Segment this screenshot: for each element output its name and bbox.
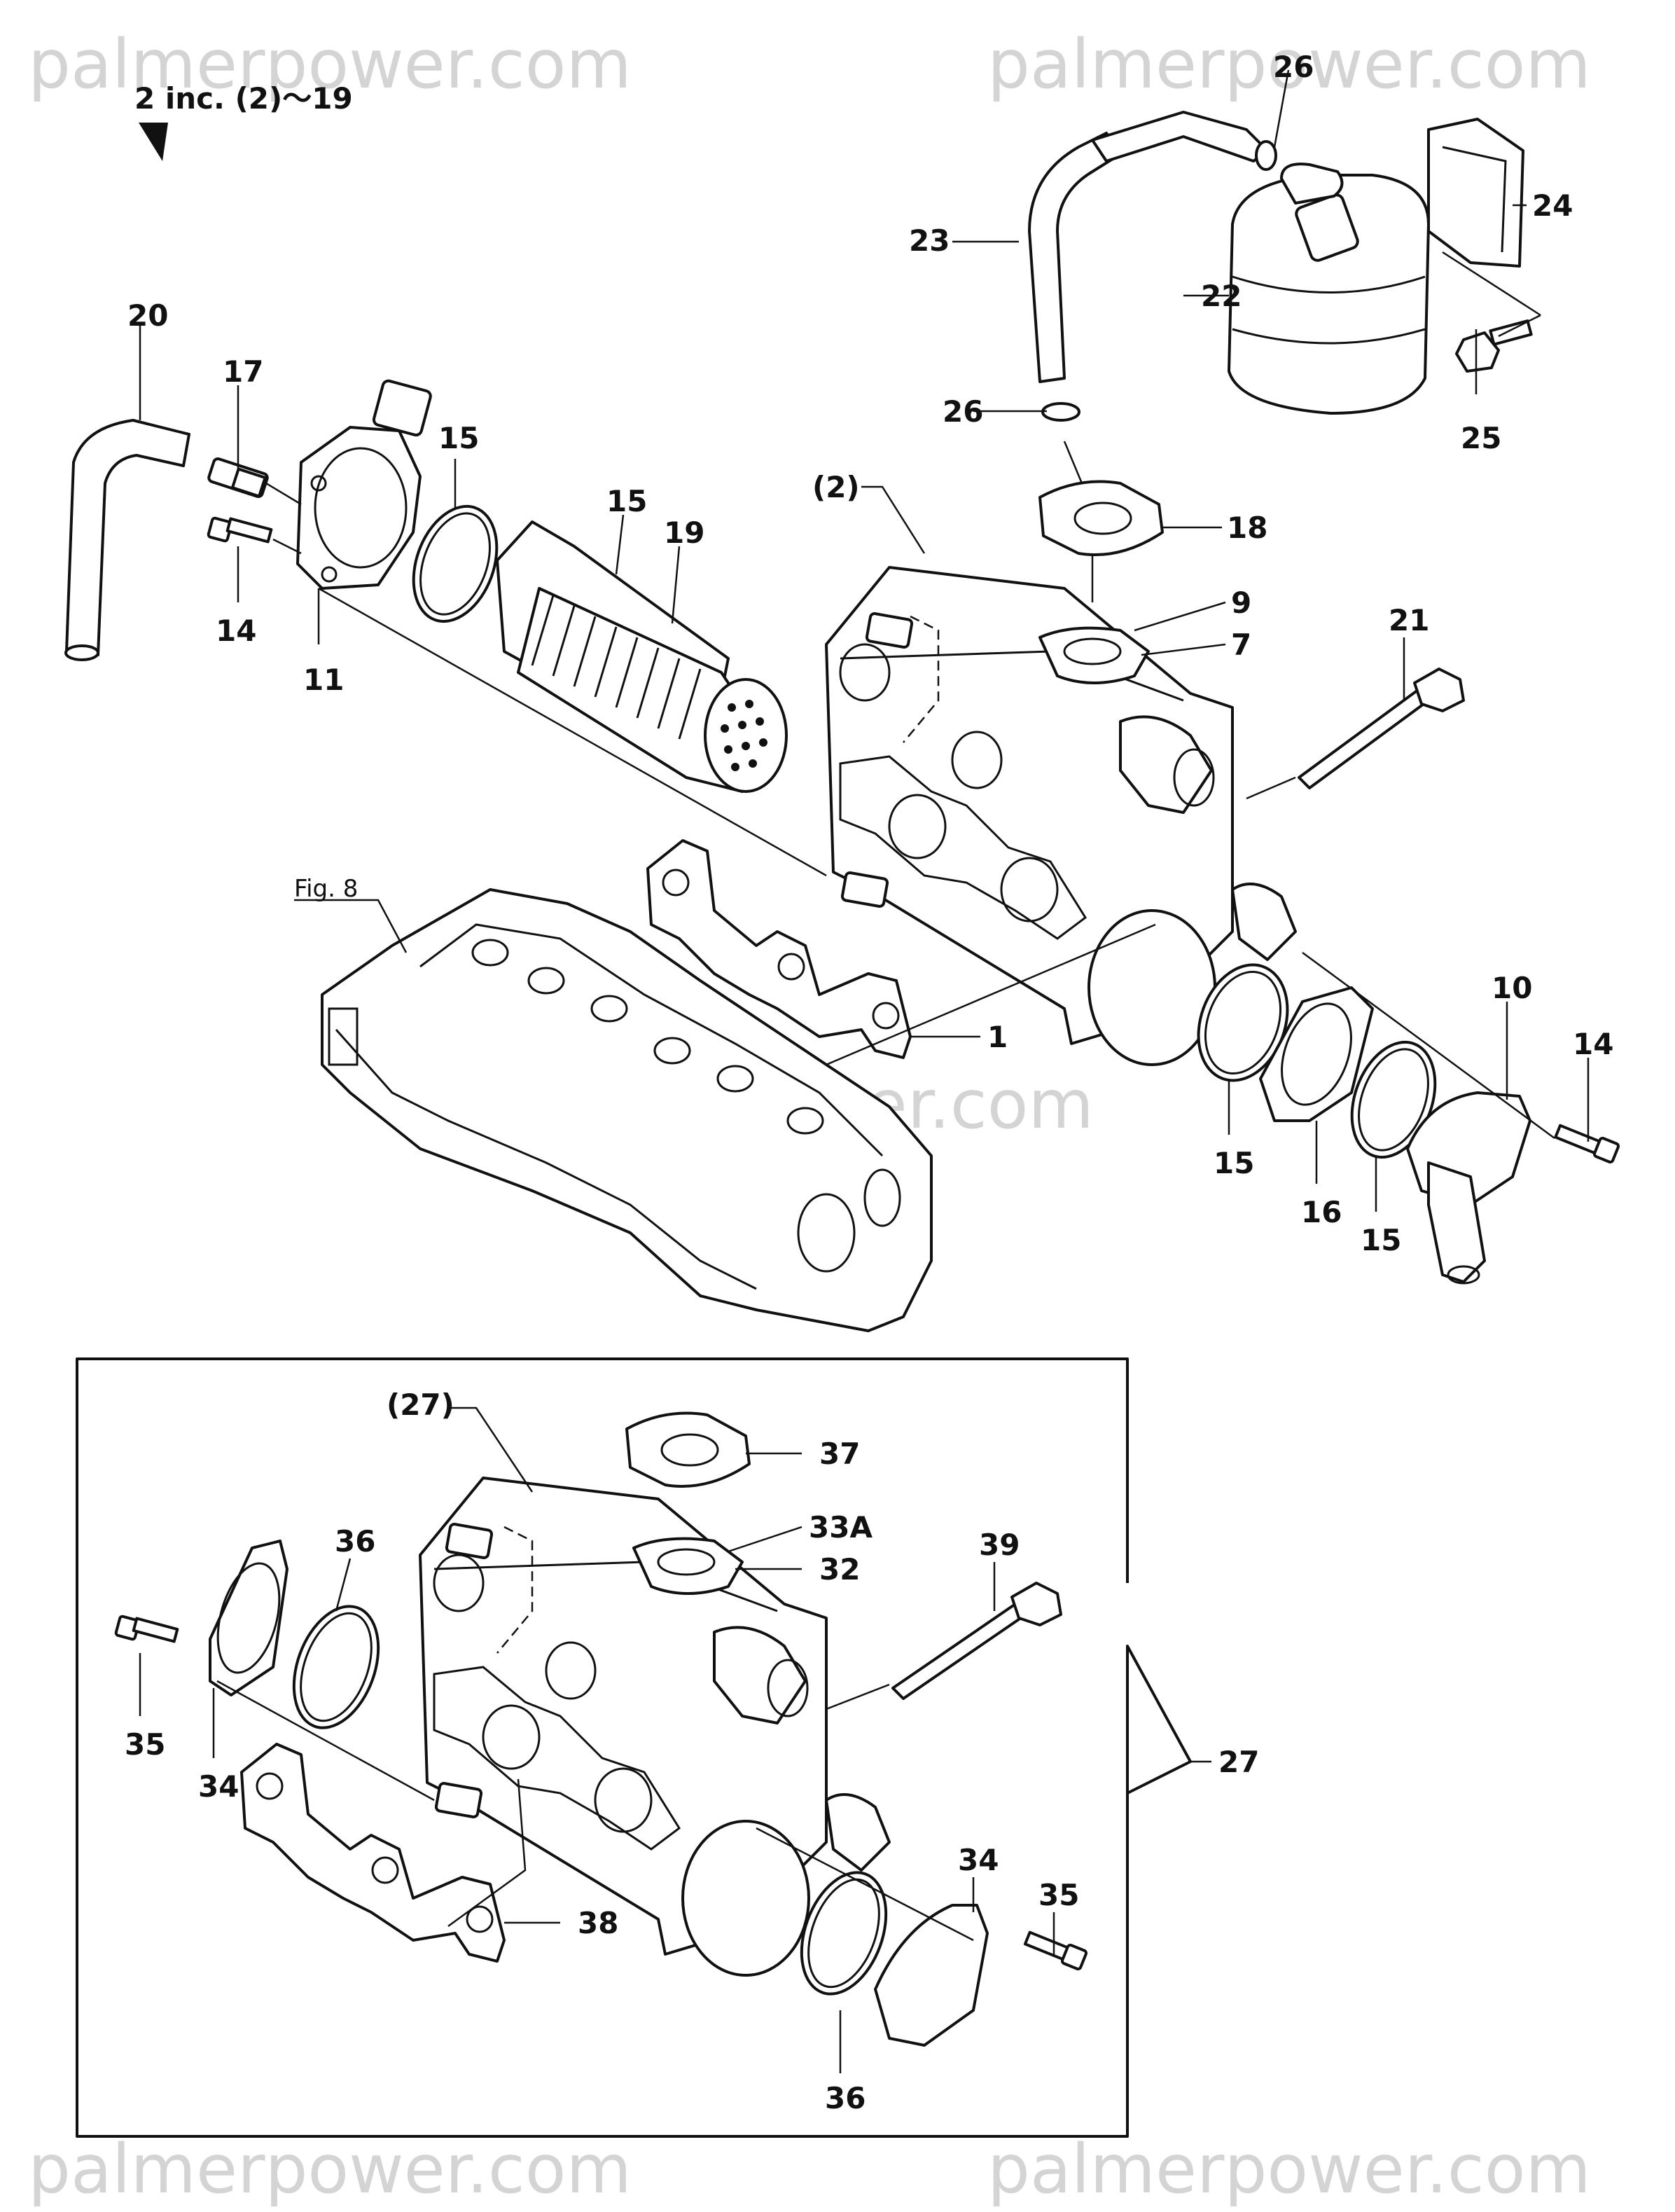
cap-37	[625, 1411, 751, 1488]
end-plate-round-27	[681, 1820, 810, 1977]
cap-18	[1038, 480, 1164, 556]
hose-23-upper	[1091, 111, 1269, 163]
gasket-16	[1259, 986, 1374, 1122]
label-32: 32	[819, 1552, 860, 1587]
label-20: 20	[127, 298, 168, 333]
label-36-left: 36	[335, 1524, 375, 1558]
label-27-ref: (27)	[387, 1388, 454, 1422]
gasket-38	[240, 1743, 506, 1963]
label-16: 16	[1301, 1195, 1342, 1229]
fitting-17	[207, 457, 269, 498]
hose-20	[65, 419, 190, 656]
cylinder-head-fig8	[321, 888, 933, 1332]
label-15-right-a: 15	[1214, 1146, 1254, 1180]
label-17: 17	[223, 354, 263, 389]
label-14-right: 14	[1573, 1027, 1613, 1061]
cooler-housing-2	[825, 566, 1297, 1066]
label-35-right: 35	[1038, 1878, 1079, 1912]
label-7: 7	[1231, 628, 1251, 662]
hose-23-lower	[1028, 132, 1122, 383]
end-plate-round	[1087, 909, 1216, 1066]
bolt-14-right	[1554, 1124, 1620, 1164]
bolt-39	[891, 1582, 1062, 1700]
gasket-34-left	[209, 1540, 289, 1696]
reservoir-tank-22	[1228, 163, 1430, 415]
cooler-housing-27	[419, 1477, 891, 1977]
label-26-bottom: 26	[943, 394, 983, 429]
bracket-24	[1427, 118, 1524, 268]
label-33a: 33A	[809, 1510, 873, 1544]
label-19: 19	[664, 516, 704, 550]
outlet-pipe	[1119, 715, 1213, 814]
pump-cover-10	[1406, 1091, 1531, 1285]
bolt-35-left	[114, 1615, 179, 1643]
watermark-bottom-left: palmerpower.com	[28, 2130, 632, 2208]
label-25: 25	[1461, 421, 1501, 455]
label-9: 9	[1231, 586, 1251, 620]
label-10: 10	[1492, 971, 1532, 1005]
watermark-bottom-right: palmerpower.com	[987, 2130, 1591, 2208]
bolt-21	[1298, 668, 1465, 789]
hose-clamp-26-lower	[1041, 402, 1080, 422]
watermark-top-left: palmerpower.com	[28, 25, 632, 104]
end-cover-11	[296, 379, 432, 590]
label-11: 11	[303, 663, 344, 697]
label-27: 27	[1218, 1745, 1259, 1779]
bolt-35-right	[1023, 1930, 1088, 1971]
label-34-left: 34	[198, 1769, 239, 1804]
cooler-core-19	[496, 520, 788, 793]
watermark-top-right: palmerpower.com	[987, 25, 1591, 104]
label-2: (2)	[812, 470, 860, 504]
label-36-right: 36	[825, 2081, 866, 2115]
pointer-arrow-icon	[139, 123, 168, 161]
label-21: 21	[1389, 603, 1429, 637]
hose-clamp-26-upper	[1255, 140, 1277, 171]
label-15-mid: 15	[606, 484, 647, 518]
bolt-14-left	[207, 516, 273, 544]
label-23: 23	[909, 223, 950, 258]
hose-20-end	[64, 644, 99, 661]
label-22: 22	[1201, 279, 1242, 313]
label-14-left: 14	[216, 614, 256, 648]
label-18: 18	[1227, 511, 1267, 545]
bolt-25	[1455, 319, 1533, 373]
label-15-right-b: 15	[1361, 1223, 1401, 1257]
filler-neck-32	[632, 1537, 744, 1595]
label-39: 39	[979, 1528, 1020, 1562]
gasket-34-right	[874, 1904, 989, 2047]
label-26-top: 26	[1273, 50, 1314, 84]
label-24: 24	[1532, 188, 1573, 223]
label-37: 37	[819, 1437, 860, 1471]
label-35-left: 35	[125, 1727, 165, 1762]
label-34-right: 34	[958, 1843, 999, 1877]
label-15-left: 15	[438, 421, 479, 455]
header-note: 2 inc. (2)～19	[134, 81, 353, 116]
label-38: 38	[578, 1906, 618, 1940]
label-fig-8: Fig. 8	[294, 875, 358, 903]
label-1: 1	[987, 1020, 1008, 1054]
filler-neck-7	[1038, 626, 1150, 684]
